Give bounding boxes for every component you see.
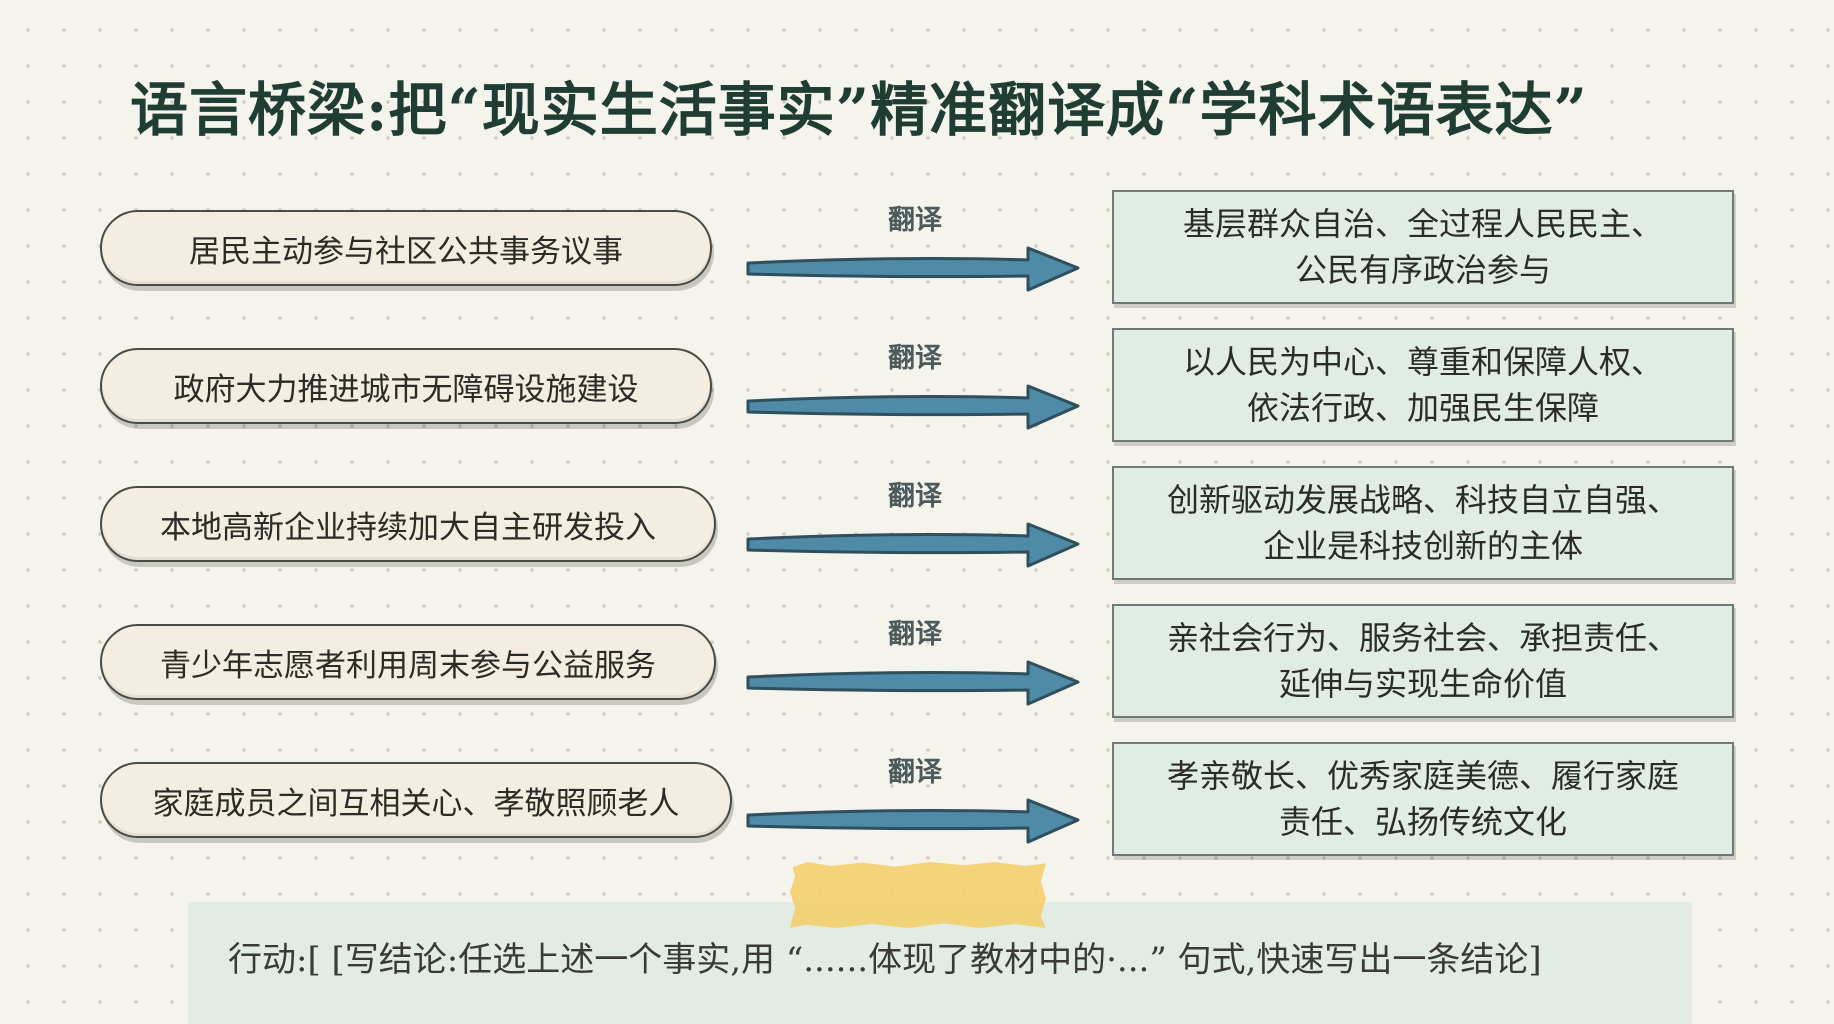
arrow-icon — [746, 384, 1080, 430]
term-box: 亲社会行为、服务社会、承担责任、 延伸与实现生命价值 — [1112, 604, 1734, 718]
fact-pill: 本地高新企业持续加大自主研发投入 — [100, 486, 716, 562]
translate-label: 翻译 — [888, 205, 942, 236]
translation-row: 本地高新企业持续加大自主研发投入 翻译 创新驱动发展战略、科技自立自强、 企业是… — [0, 466, 1834, 586]
tape-decoration — [790, 862, 1046, 928]
term-line: 公民有序政治参与 — [1294, 251, 1551, 289]
term-box: 孝亲敬长、优秀家庭美德、履行家庭 责任、弘扬传统文化 — [1112, 742, 1734, 856]
term-box: 创新驱动发展战略、科技自立自强、 企业是科技创新的主体 — [1112, 466, 1734, 580]
term-line: 延伸与实现生命价值 — [1278, 665, 1567, 703]
action-text: 行动:[ [写结论:任选上述一个事实,用 “......体现了教材中的·...”… — [228, 940, 1542, 980]
term-line: 责任、弘扬传统文化 — [1278, 803, 1567, 841]
arrow-icon — [746, 660, 1080, 706]
translation-row: 青少年志愿者利用周末参与公益服务 翻译 亲社会行为、服务社会、承担责任、 延伸与… — [0, 604, 1834, 724]
fact-pill: 青少年志愿者利用周末参与公益服务 — [100, 624, 716, 700]
page-title: 语言桥梁:把“现实生活事实”精准翻译成“学科术语表达” — [130, 76, 1588, 144]
translate-label: 翻译 — [888, 343, 942, 374]
arrow-icon — [746, 798, 1080, 844]
fact-pill: 家庭成员之间互相关心、孝敬照顾老人 — [100, 762, 732, 838]
translate-label: 翻译 — [888, 757, 942, 788]
term-line: 依法行政、加强民生保障 — [1246, 389, 1599, 427]
term-line: 基层群众自治、全过程人民民主、 — [1182, 205, 1663, 243]
fact-pill: 政府大力推进城市无障碍设施建设 — [100, 348, 712, 424]
term-line: 企业是科技创新的主体 — [1262, 527, 1583, 565]
translation-row: 政府大力推进城市无障碍设施建设 翻译 以人民为中心、尊重和保障人权、 依法行政、… — [0, 328, 1834, 448]
translate-label: 翻译 — [888, 619, 942, 650]
term-line: 亲社会行为、服务社会、承担责任、 — [1166, 619, 1679, 657]
arrow-icon — [746, 522, 1080, 568]
fact-pill: 居民主动参与社区公共事务议事 — [100, 210, 712, 286]
arrow-icon — [746, 246, 1080, 292]
term-box: 以人民为中心、尊重和保障人权、 依法行政、加强民生保障 — [1112, 328, 1734, 442]
translation-row: 居民主动参与社区公共事务议事 翻译 基层群众自治、全过程人民民主、 公民有序政治… — [0, 190, 1834, 310]
term-line: 创新驱动发展战略、科技自立自强、 — [1166, 481, 1679, 519]
term-box: 基层群众自治、全过程人民民主、 公民有序政治参与 — [1112, 190, 1734, 304]
translate-label: 翻译 — [888, 481, 942, 512]
term-line: 以人民为中心、尊重和保障人权、 — [1182, 343, 1663, 381]
term-line: 孝亲敬长、优秀家庭美德、履行家庭 — [1166, 757, 1679, 795]
translation-row: 家庭成员之间互相关心、孝敬照顾老人 翻译 孝亲敬长、优秀家庭美德、履行家庭 责任… — [0, 742, 1834, 862]
